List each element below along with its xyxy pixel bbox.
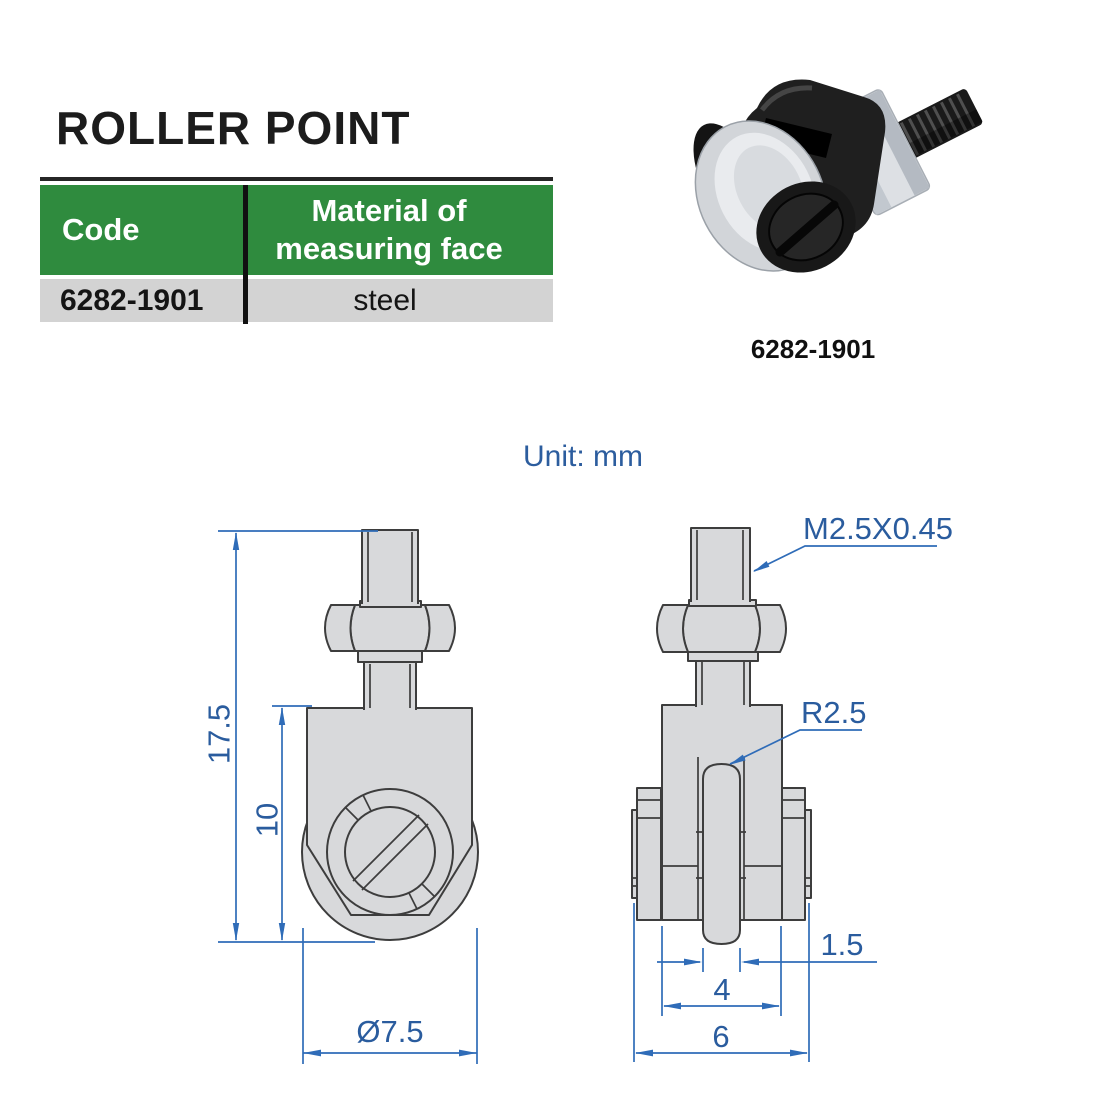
dim-roller-diameter: Ø7.5 [356, 1014, 423, 1049]
spec-table: Code Material of measuring face 6282-190… [40, 177, 553, 324]
upper-stem-front [361, 529, 419, 604]
column-header-material: Material of measuring face [275, 193, 503, 266]
dim-thread-spec: M2.5X0.45 [803, 511, 953, 546]
page-title: ROLLER POINT [56, 101, 411, 154]
upper-stem-thread-lines [367, 532, 413, 602]
screw-slot-photo [775, 200, 839, 257]
lower-stem-thread-lines [369, 664, 411, 708]
body-highlight [760, 85, 813, 112]
screw-spokes [345, 794, 435, 910]
unit-note: Unit: mm [523, 440, 643, 473]
side-view-dimensions: M2.5X0.45 R2.5 1.5 4 [633, 511, 953, 1062]
dim-body-height: 10 [250, 803, 285, 837]
roller-bar-side [702, 763, 741, 945]
washer-left [636, 787, 662, 921]
cell-material: steel [353, 283, 417, 317]
dim-groove-radius: R2.5 [801, 695, 866, 730]
table-row: 6282-1901 steel [40, 279, 553, 322]
screw-head-front [344, 806, 436, 898]
collar-below-nut-side [687, 651, 759, 662]
table-column-divider [243, 185, 248, 324]
screw-slot-lines [352, 814, 429, 891]
photo-caption: 6282-1901 [750, 334, 876, 364]
washer-right [781, 787, 806, 921]
front-view-drawing: 17.5 10 Ø7.5 [202, 529, 479, 1064]
front-view-dimensions: 17.5 10 Ø7.5 [202, 530, 478, 1064]
table-row-separator [40, 275, 553, 279]
washer-detail-lines [632, 799, 811, 887]
washer-left-outer [631, 809, 638, 899]
dim-overall-height: 17.5 [202, 704, 237, 764]
side-view-drawing: M2.5X0.45 R2.5 1.5 4 [631, 511, 953, 1062]
product-photo [693, 79, 983, 273]
column-header-code: Code [62, 212, 140, 247]
washer-right-outer [804, 809, 812, 899]
slot-walls [697, 757, 745, 920]
upper-stem-thread-lines-side [696, 530, 744, 600]
dim-inner-width: 4 [713, 972, 730, 1007]
lower-stem-front [363, 661, 417, 710]
dim-tip-width: 1.5 [820, 927, 863, 962]
hex-nut-side [656, 604, 787, 653]
hex-nut-front [324, 604, 456, 652]
cell-code: 6282-1901 [60, 283, 204, 317]
lower-stem-thread-lines-side [701, 662, 745, 705]
dim-overall-width: 6 [712, 1019, 729, 1054]
upper-stem-side [690, 527, 751, 602]
lower-stem-side [695, 659, 751, 707]
slot-ticks [696, 831, 746, 879]
table-header-row: Code Material of measuring face [40, 185, 553, 275]
collar-below-nut-front [357, 650, 423, 663]
table-top-rule [40, 177, 553, 181]
